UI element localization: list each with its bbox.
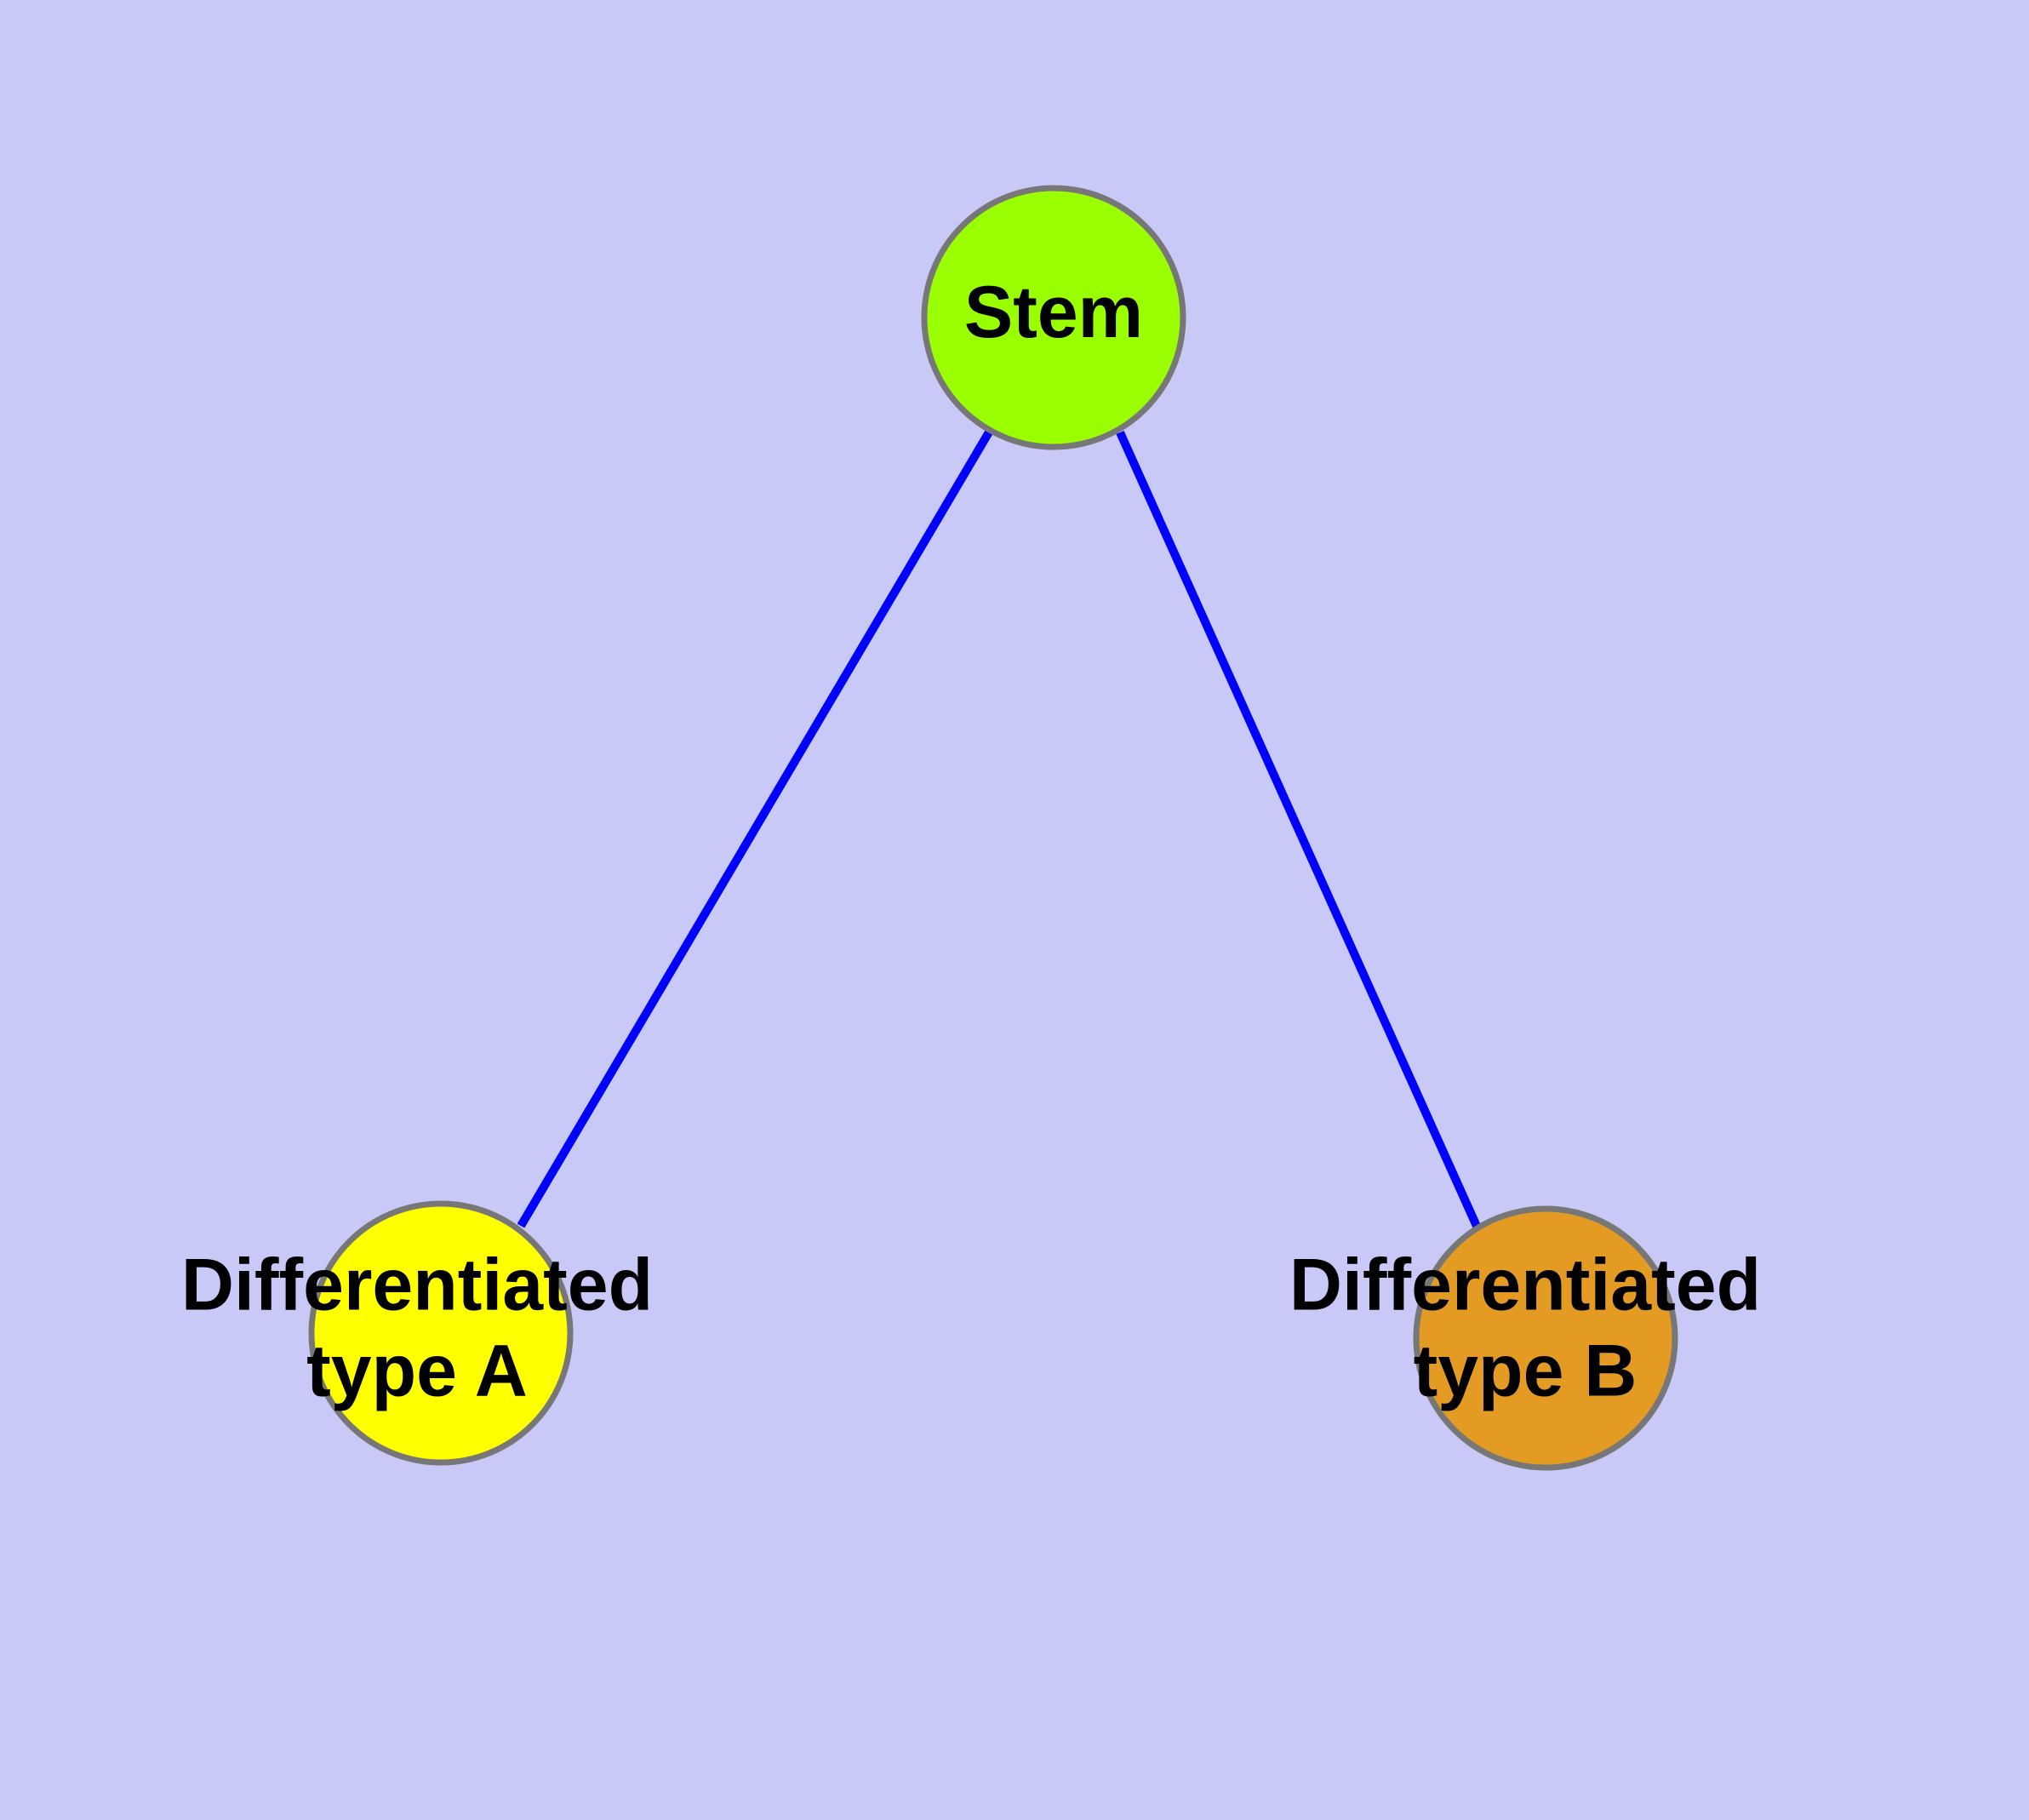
node-label-line: Differentiated [1289, 1244, 1761, 1325]
node-diff-b[interactable] [1413, 1205, 1678, 1471]
node-label-line: Stem [964, 272, 1143, 353]
node-label-line: type A [306, 1330, 528, 1411]
node-label-stem: Stem [964, 272, 1143, 353]
edge-stem-to-diff-a[interactable] [517, 428, 994, 1228]
node-label-line: Differentiated [181, 1244, 653, 1325]
edge-stem-to-diff-b[interactable] [1116, 430, 1483, 1234]
nodes-layer [308, 185, 1678, 1471]
node-stem[interactable] [921, 185, 1186, 450]
edges-layer [517, 428, 1483, 1234]
node-diff-a[interactable] [308, 1200, 574, 1466]
node-label-line: type B [1414, 1330, 1637, 1411]
